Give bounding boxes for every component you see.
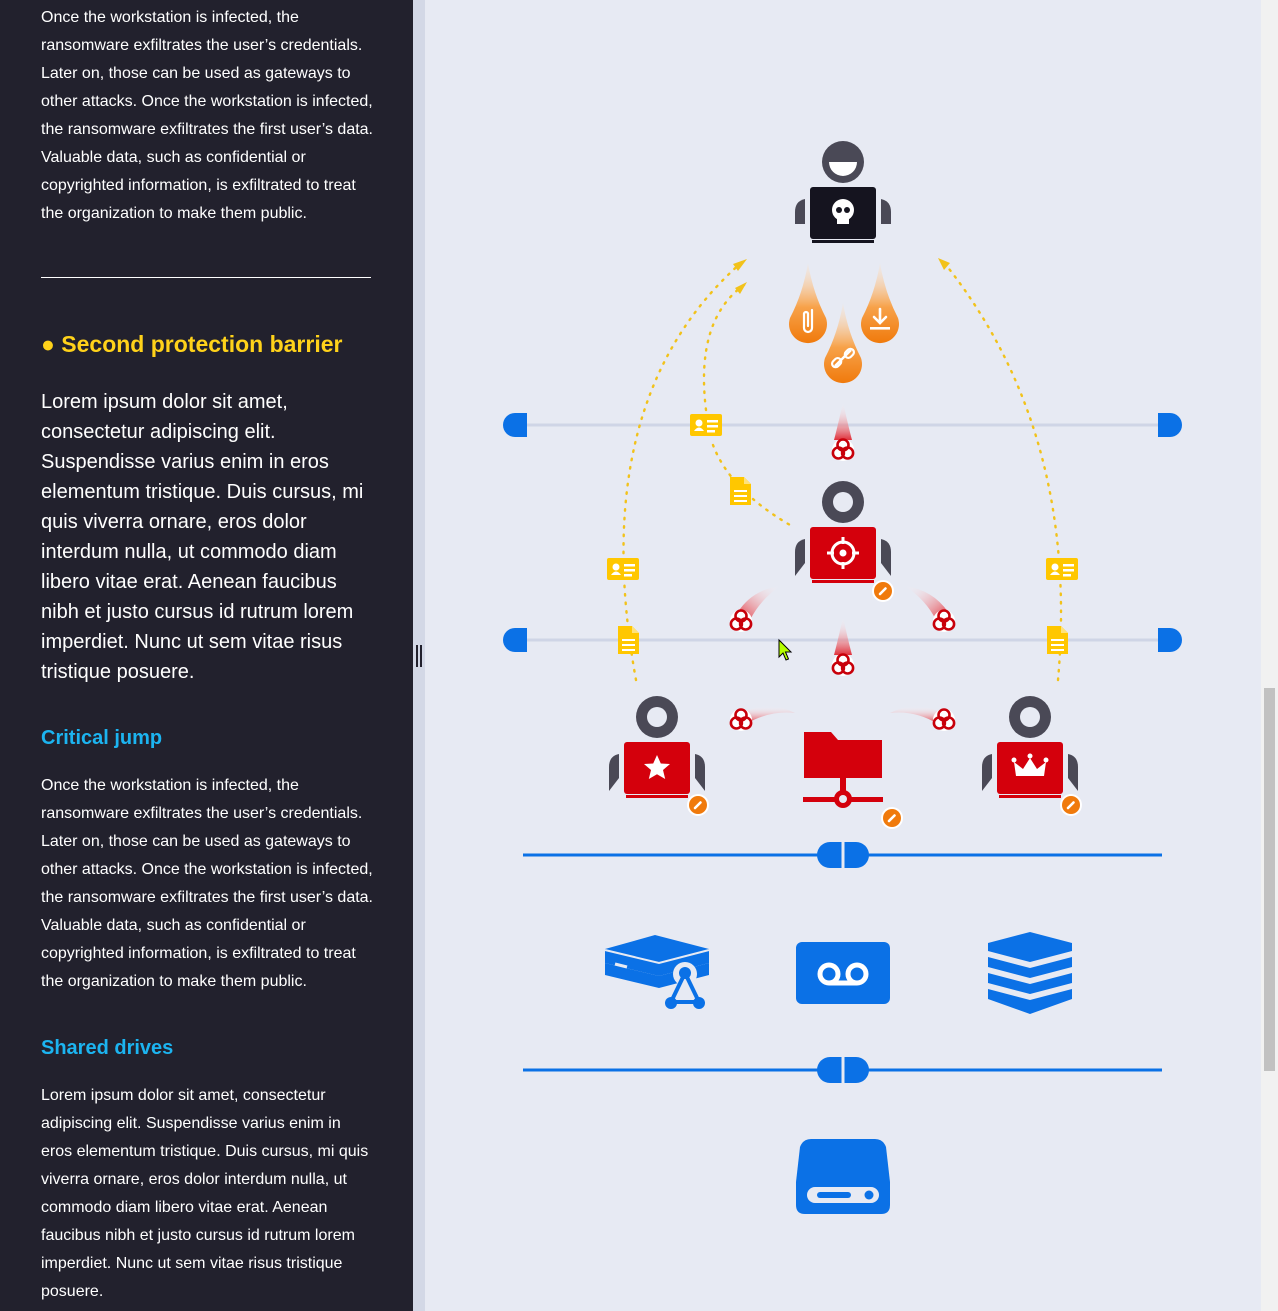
splitter-handle-icon[interactable] bbox=[416, 645, 422, 667]
mouse-cursor-icon bbox=[778, 638, 793, 661]
second-barrier-left-cap bbox=[503, 628, 527, 652]
biohazard-icon bbox=[830, 652, 856, 678]
hard-drive-icon bbox=[796, 1139, 890, 1214]
infection-trail-top bbox=[834, 402, 852, 440]
infection-trail-right-1 bbox=[905, 586, 948, 620]
paperclip-drop-icon bbox=[789, 263, 827, 344]
critical-jump-heading: Critical jump bbox=[41, 727, 163, 749]
user-star-icon bbox=[609, 696, 711, 818]
attacker-icon bbox=[795, 141, 891, 243]
shared-drives-heading: Shared drives bbox=[41, 1037, 174, 1059]
infected-workstation-icon bbox=[795, 481, 896, 604]
stack-storage-icon bbox=[988, 932, 1072, 1014]
network-drive-icon bbox=[604, 935, 710, 1009]
exfiltration-arrow-2 bbox=[735, 282, 747, 294]
infection-trail-left-2 bbox=[744, 706, 795, 724]
panel-splitter[interactable] bbox=[413, 0, 425, 1311]
id-card-icon bbox=[607, 558, 639, 580]
divider bbox=[41, 277, 371, 278]
network-connector-2 bbox=[817, 1057, 869, 1083]
ransomware-diagram bbox=[503, 141, 1182, 1214]
first-barrier-right-cap bbox=[1158, 413, 1182, 437]
biohazard-icon bbox=[728, 608, 754, 634]
id-card-icon bbox=[1046, 558, 1078, 580]
exfiltration-arrow-3 bbox=[938, 258, 950, 270]
first-barrier-left-cap bbox=[503, 413, 527, 437]
shared-drives-paragraph: Lorem ipsum dolor sit amet, consectetur … bbox=[41, 1087, 369, 1300]
exfiltration-arrow-1 bbox=[733, 259, 747, 271]
infection-trail-middle bbox=[834, 617, 852, 655]
user-crown-icon bbox=[982, 696, 1084, 818]
network-connector-1 bbox=[817, 842, 869, 868]
id-card-icon bbox=[690, 414, 722, 436]
second-barrier-right-cap bbox=[1158, 628, 1182, 652]
critical-jump-paragraph: Once the workstation is infected, the ra… bbox=[41, 777, 373, 990]
intro-paragraph: Once the workstation is infected, the ra… bbox=[41, 9, 373, 222]
document-icon bbox=[730, 477, 751, 505]
scrollbar-thumb[interactable] bbox=[1264, 688, 1275, 1071]
network-folder-icon bbox=[803, 732, 905, 831]
infection-trail-right-2 bbox=[890, 706, 940, 724]
link-drop-icon bbox=[824, 303, 862, 384]
barrier-paragraph: Lorem ipsum dolor sit amet, consectetur … bbox=[41, 391, 364, 683]
document-icon bbox=[1047, 626, 1068, 654]
tape-backup-icon bbox=[796, 942, 890, 1004]
biohazard-icon bbox=[728, 707, 754, 733]
document-icon bbox=[618, 626, 639, 654]
download-drop-icon bbox=[861, 263, 899, 344]
biohazard-icon bbox=[931, 608, 957, 634]
sidebar: Once the workstation is infected, the ra… bbox=[0, 0, 413, 1311]
scrollbar[interactable] bbox=[1261, 0, 1278, 1311]
infection-trail-left-1 bbox=[738, 586, 780, 620]
biohazard-icon bbox=[830, 437, 856, 463]
biohazard-icon bbox=[931, 707, 957, 733]
barrier-title: ● Second protection barrier bbox=[41, 331, 343, 357]
